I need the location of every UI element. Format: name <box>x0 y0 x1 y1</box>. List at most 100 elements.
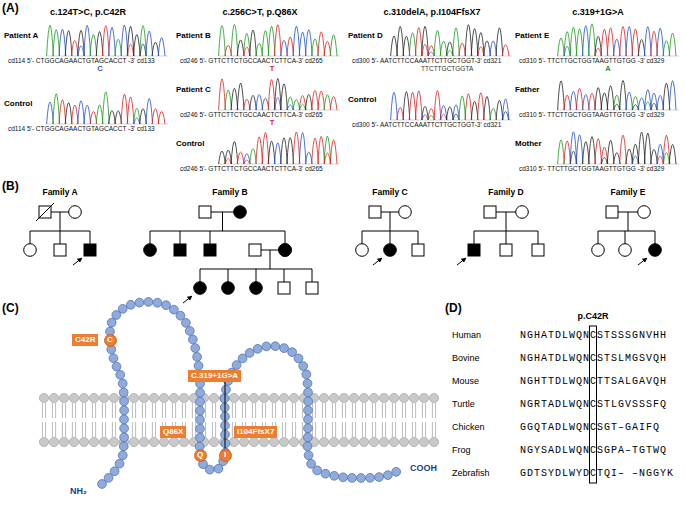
lipid-head <box>129 393 138 402</box>
trace-peak <box>256 95 263 110</box>
trace-peak <box>422 115 428 120</box>
trace-peak <box>453 114 459 120</box>
trace-peak <box>490 41 497 56</box>
chromatogram <box>218 24 340 56</box>
amino-acid <box>118 451 127 460</box>
trace-peak <box>243 99 250 110</box>
lipid-tail <box>262 403 263 418</box>
trace-peak <box>225 150 232 164</box>
mutation-text: I <box>219 449 232 462</box>
trace-peak <box>237 152 244 164</box>
lipid-tail <box>92 422 93 437</box>
trace-peak <box>281 138 288 164</box>
female-symbol <box>194 282 207 295</box>
lipid-tail <box>152 403 153 418</box>
lipid-head <box>169 437 178 446</box>
trace-peak <box>293 26 300 56</box>
amino-acid <box>118 304 127 313</box>
trace-peak <box>459 43 466 56</box>
trace-peak <box>133 35 140 56</box>
lipid-tail <box>242 403 243 418</box>
lipid-tail <box>395 422 396 437</box>
lipid-head <box>149 393 158 402</box>
lipid-tail <box>432 422 433 437</box>
trace-peak <box>219 79 226 110</box>
trace-peak <box>614 104 620 110</box>
trace-peak <box>657 144 664 164</box>
amino-acid <box>304 424 313 433</box>
trace-peak <box>620 27 627 56</box>
protein-sequence: NGRTADLWQNCSTLGVSSSFQ <box>520 399 667 410</box>
trace-peak <box>274 25 281 56</box>
amino-acid <box>294 354 303 363</box>
variant-base: T <box>270 65 275 73</box>
chain-guide <box>102 302 400 484</box>
lipid-tail <box>215 422 216 437</box>
trace-peak <box>71 105 78 124</box>
lipid-tail <box>282 422 283 437</box>
lipid-tail <box>385 422 386 437</box>
lipid-tail <box>435 422 436 437</box>
lipid-head <box>329 437 338 446</box>
lipid-head <box>219 393 228 402</box>
trace-peak <box>558 140 565 164</box>
trace-peak <box>558 81 565 110</box>
trace-peak <box>287 97 294 110</box>
trace-peak <box>576 135 583 164</box>
lipid-tail <box>105 422 106 437</box>
lipid-tail <box>265 403 266 418</box>
pedigree-line <box>200 269 201 282</box>
trace-peak <box>657 95 664 110</box>
trace-peak <box>305 94 312 110</box>
lipid-head <box>259 437 268 446</box>
trace-peak <box>262 31 269 56</box>
terminus-label: COOH <box>410 464 437 474</box>
lipid-head <box>239 437 248 446</box>
trace-peak <box>657 28 664 56</box>
trace-peak <box>244 47 250 56</box>
lipid-head <box>179 393 188 402</box>
trace-peak <box>620 80 627 110</box>
lipid-tail <box>252 403 253 418</box>
lipid-head <box>399 437 408 446</box>
baseline <box>218 56 340 57</box>
lipid-tail <box>145 422 146 437</box>
lipid-tail <box>295 403 296 418</box>
trace-peak <box>638 39 645 56</box>
lipid-head <box>79 437 88 446</box>
sample-label: Father <box>515 86 539 95</box>
male-symbol <box>199 206 211 218</box>
species-name: Human <box>452 331 481 341</box>
sample-label: Control <box>4 100 32 109</box>
female-symbol <box>592 244 605 257</box>
sequence-text: cd246 5'- GTTCTTCTGCCAACTCTTCA-3' cd265 <box>180 57 323 64</box>
trace-peak <box>397 107 404 120</box>
amino-acid <box>383 471 392 480</box>
lipid-tail <box>362 403 363 418</box>
lipid-head <box>319 393 328 402</box>
amino-acid <box>119 388 128 397</box>
lipid-tail <box>412 422 413 437</box>
lipid-head <box>169 393 178 402</box>
trace-peak <box>638 132 645 164</box>
trace-peak <box>440 105 447 120</box>
mutated-residue: C <box>104 334 117 347</box>
lipid-tail <box>275 403 276 418</box>
pedigree-line <box>655 231 656 244</box>
trace-peak <box>632 156 638 164</box>
trace-peak <box>312 138 319 164</box>
sequence-text: cd310 5'- TTCTTGCTGGTAAGTTGTGG -3' cd329 <box>519 57 664 64</box>
lipid-head <box>419 437 428 446</box>
trace-peak <box>84 25 91 56</box>
amino-acid <box>120 415 129 424</box>
pedigree-line <box>362 231 363 244</box>
trace-peak <box>274 143 281 164</box>
lipid-tail <box>282 403 283 418</box>
mutation-title: c.256C>T, p.Q86X <box>223 8 298 18</box>
amino-acid <box>112 362 121 371</box>
lipid-head <box>139 393 148 402</box>
lipid-head <box>109 393 118 402</box>
trace-peak <box>595 88 602 110</box>
trace-peak <box>65 31 72 56</box>
trace-peak <box>570 27 577 56</box>
